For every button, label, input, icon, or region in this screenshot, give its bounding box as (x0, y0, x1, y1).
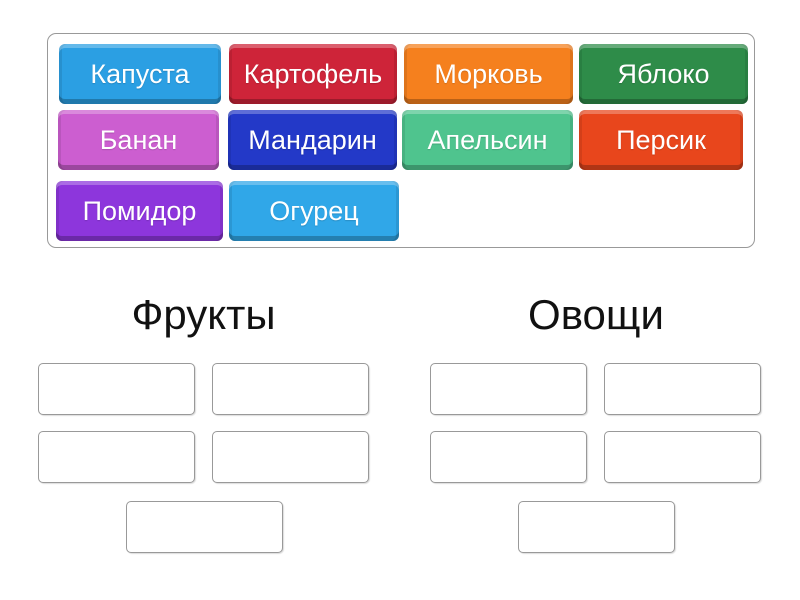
category-group-vegetables (430, 363, 762, 553)
answer-slot[interactable] (38, 431, 195, 483)
word-tile[interactable]: Капуста (59, 44, 221, 104)
answer-slot[interactable] (430, 431, 587, 483)
word-tile[interactable]: Картофель (229, 44, 397, 104)
category-title-vegetables: Овощи (528, 291, 664, 338)
word-tile[interactable]: Огурец (229, 181, 399, 241)
answer-slot[interactable] (518, 501, 675, 553)
word-tile[interactable]: Яблоко (579, 44, 748, 104)
word-tile[interactable]: Банан (58, 110, 219, 170)
category-group-fruits (38, 363, 369, 553)
answer-slot[interactable] (604, 431, 761, 483)
answer-slot[interactable] (126, 501, 283, 553)
answer-slot[interactable] (212, 431, 369, 483)
word-tile[interactable]: Апельсин (402, 110, 573, 170)
answer-slot[interactable] (38, 363, 195, 415)
answer-slot[interactable] (430, 363, 587, 415)
word-tile[interactable]: Морковь (404, 44, 573, 104)
word-tile[interactable]: Помидор (56, 181, 223, 241)
word-tile[interactable]: Мандарин (228, 110, 397, 170)
category-title-fruits: Фрукты (131, 291, 276, 338)
answer-slot[interactable] (212, 363, 369, 415)
word-tile[interactable]: Персик (579, 110, 743, 170)
answer-slot[interactable] (604, 363, 761, 415)
